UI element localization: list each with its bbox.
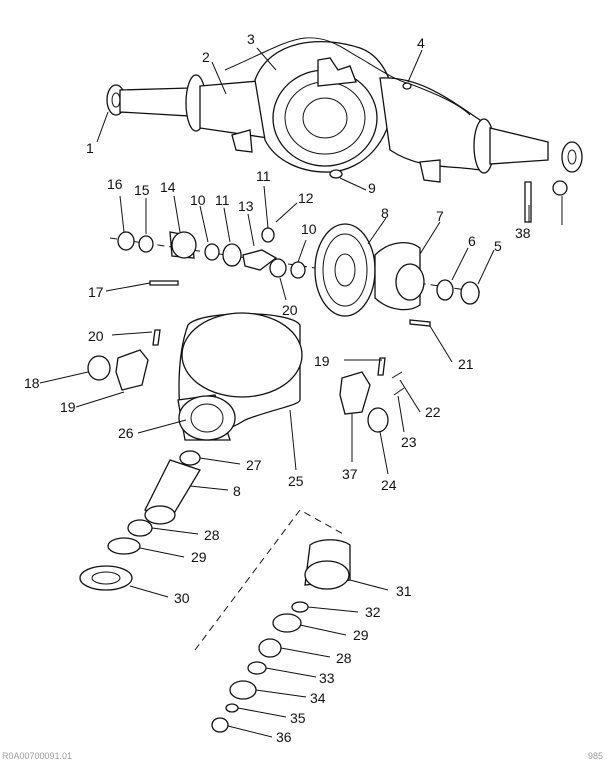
callout-8: 8 (381, 205, 389, 221)
callout-28: 28 (204, 527, 220, 543)
callout-2: 2 (202, 49, 210, 65)
callout-28-lower: 28 (336, 650, 352, 666)
callout-10: 10 (190, 192, 206, 208)
callout-30: 30 (174, 590, 190, 606)
callout-36: 36 (276, 729, 292, 745)
callout-4: 4 (417, 35, 425, 51)
callout-24: 24 (381, 477, 397, 493)
callout-29: 29 (191, 549, 207, 565)
callout-11: 11 (215, 192, 230, 208)
callout-32: 32 (365, 604, 381, 620)
callout-23: 23 (401, 434, 417, 450)
callout-20: 20 (88, 328, 104, 344)
callout-18: 18 (24, 375, 40, 391)
callout-11-top: 11 (256, 168, 271, 184)
callout-31: 31 (396, 583, 412, 599)
callout-12: 12 (298, 190, 314, 206)
callout-37: 38 (515, 225, 531, 241)
callout-16: 16 (107, 176, 123, 192)
callout-1: 1 (86, 140, 94, 156)
callout-8-lower: 8 (233, 483, 241, 499)
callout-15: 15 (134, 182, 150, 198)
callout-22: 22 (425, 404, 441, 420)
callout-13: 13 (238, 198, 254, 214)
callout-19: 19 (60, 399, 76, 415)
leader-lines (39, 47, 563, 738)
callout-25: 25 (288, 473, 304, 489)
callout-21: 21 (458, 356, 474, 372)
callout-17: 17 (88, 284, 104, 300)
pinion-stack (79, 450, 351, 733)
callout-20-right: 19 (314, 353, 330, 369)
callout-7: 7 (436, 208, 444, 224)
callout-14: 14 (160, 179, 176, 195)
callout-29-lower: 29 (353, 627, 369, 643)
carrier-housing (87, 312, 405, 441)
callout-26: 26 (118, 425, 134, 441)
callouts: 1 2 3 4 5 6 7 8 9 10 11 12 13 14 15 16 1… (24, 31, 531, 745)
callout-34: 34 (310, 690, 326, 706)
callout-5: 5 (494, 238, 502, 254)
callout-19-right: 37 (342, 466, 358, 482)
callout-3: 3 (247, 31, 255, 47)
callout-27: 27 (246, 457, 262, 473)
callout-11-lower: 20 (282, 302, 298, 318)
callout-9: 9 (368, 180, 376, 196)
figure-code: R0A00700091.01 (2, 751, 72, 761)
callout-6: 6 (468, 233, 476, 249)
axle-housing (106, 37, 583, 183)
callout-10-right: 10 (301, 221, 317, 237)
callout-35: 35 (290, 710, 306, 726)
page-number: 985 (588, 751, 603, 761)
differential-parts (109, 180, 568, 327)
callout-33: 33 (319, 670, 335, 686)
